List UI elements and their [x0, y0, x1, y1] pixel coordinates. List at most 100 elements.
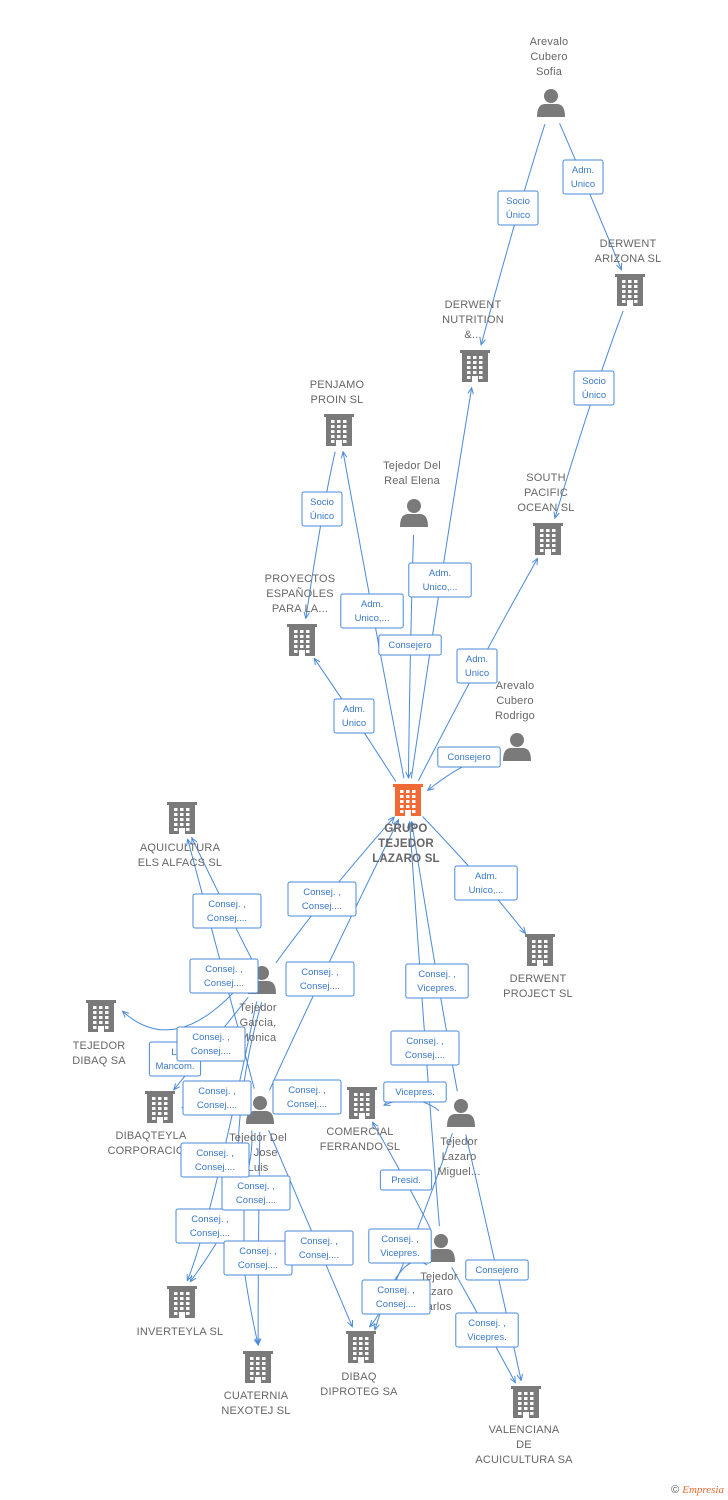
edge-label-text: Consej. ,Vicepres.	[380, 1234, 419, 1259]
edge-label[interactable]: Adm.Unico	[333, 698, 375, 734]
edge-label[interactable]: Consej. ,Vicepres.	[405, 963, 469, 999]
edge-label-box	[368, 1228, 432, 1264]
edge-label-line: Consej. ,	[381, 1234, 419, 1245]
edge-label[interactable]: Consej. ,Consej....	[192, 893, 262, 929]
credit-footer[interactable]: © Empresia	[671, 1484, 724, 1496]
edge-label[interactable]: Consejero	[465, 1259, 529, 1281]
node-label-line: FERRANDO SL	[320, 1141, 400, 1153]
edge-label[interactable]: Consej. ,Consej....	[182, 1080, 252, 1116]
edge-line	[481, 123, 546, 345]
edge-label-line: Adm.	[572, 165, 594, 176]
edge-label[interactable]: Presid.	[379, 1169, 433, 1191]
edge-label[interactable]: Consejero	[437, 746, 501, 768]
edge-label[interactable]: Adm.Unico,...	[454, 865, 518, 901]
edge-label-line: Socio	[310, 497, 334, 508]
edge-label-line: Consej. ,	[198, 1086, 236, 1097]
edge-label-line: Consej. ,	[196, 1148, 234, 1159]
edge-label-box	[378, 634, 442, 656]
edge-label[interactable]: Consej. ,Consej....	[223, 1240, 293, 1276]
node-inverteyla[interactable]: INVERTEYLA SL	[137, 1286, 224, 1338]
edge-label-line: Consej. ,	[468, 1318, 506, 1329]
node-label-line: CUATERNIA	[224, 1390, 289, 1402]
edge-label[interactable]: Consej. ,Vicepres.	[368, 1228, 432, 1264]
edge-label[interactable]: Adm.Unico	[562, 159, 604, 195]
building-icon	[393, 784, 423, 816]
edge-label[interactable]: Consej. ,Consej....	[189, 958, 259, 994]
edge-label-line: Adm.	[429, 568, 451, 579]
node-label-line: Monica	[240, 1032, 277, 1044]
node-label-line: Arevalo	[530, 36, 569, 48]
node-label-line: Tejedor	[239, 1002, 277, 1014]
edge-label-line: Consej....	[287, 1099, 327, 1110]
edge-label-box	[192, 893, 262, 929]
node-label-line: TEJEDOR	[378, 838, 434, 850]
edge-label-box	[456, 648, 498, 684]
edge-label-text: Consejero	[475, 1265, 518, 1276]
edge-label-text: Consej. ,Consej....	[204, 964, 244, 989]
edge-label-line: Consej. ,	[239, 1246, 277, 1257]
edge-label-line: Consejero	[447, 752, 490, 763]
node-label-line: DE	[516, 1439, 532, 1451]
edge-label[interactable]: Vicepres.	[383, 1081, 447, 1103]
edge-label[interactable]: Consej. ,Consej....	[287, 881, 357, 917]
edge-label-line: Adm.	[475, 871, 497, 882]
node-label-line: DIBAQ SA	[72, 1055, 126, 1067]
edge-label[interactable]: Consej. ,Consej....	[361, 1279, 431, 1315]
edge-label[interactable]: Consej. , Consej....	[180, 1142, 250, 1178]
edge-label[interactable]: Consejero	[378, 634, 442, 656]
edge-label[interactable]: Consej. ,Vicepres.	[455, 1312, 519, 1348]
edge-label[interactable]: Consej. ,Consej....	[284, 1230, 354, 1266]
edge-label[interactable]: Adm.Unico	[456, 648, 498, 684]
edge-label-line: Consejero	[475, 1265, 518, 1276]
edge-label-box	[454, 865, 518, 901]
edge-label[interactable]: Consej. ,Consej....	[175, 1208, 245, 1244]
edge-label[interactable]: Adm.Unico,...	[408, 562, 472, 598]
node-label-line: azaro	[425, 1286, 454, 1298]
edge-label-line: Consej....	[195, 1162, 235, 1173]
edge-label[interactable]: Adm.Unico,...	[340, 593, 404, 629]
edge-label-text: Adm.Unico,...	[469, 871, 504, 896]
edge-label-line: Consej. ,	[208, 899, 246, 910]
edge-label-line: Único	[506, 210, 530, 221]
edge-line	[268, 1130, 353, 1327]
edge-label[interactable]: Consej. ,Consej....	[221, 1175, 291, 1211]
building-icon	[346, 1331, 376, 1363]
edge-label[interactable]: Consej. ,Consej....	[176, 1026, 246, 1062]
node-label: INVERTEYLA SL	[137, 1326, 224, 1338]
node-label-line: Cubero	[530, 51, 567, 63]
edge-label-line: Único	[582, 390, 606, 401]
edge-label-line: Vicepres.	[417, 983, 456, 994]
edge-label[interactable]: Consej. ,Consej....	[272, 1079, 342, 1115]
edge-label[interactable]: Consej. ,Consej....	[285, 961, 355, 997]
person-icon	[400, 499, 428, 527]
edge-label-box	[284, 1230, 354, 1266]
edge-label[interactable]: Consej. ,Consej....	[390, 1030, 460, 1066]
